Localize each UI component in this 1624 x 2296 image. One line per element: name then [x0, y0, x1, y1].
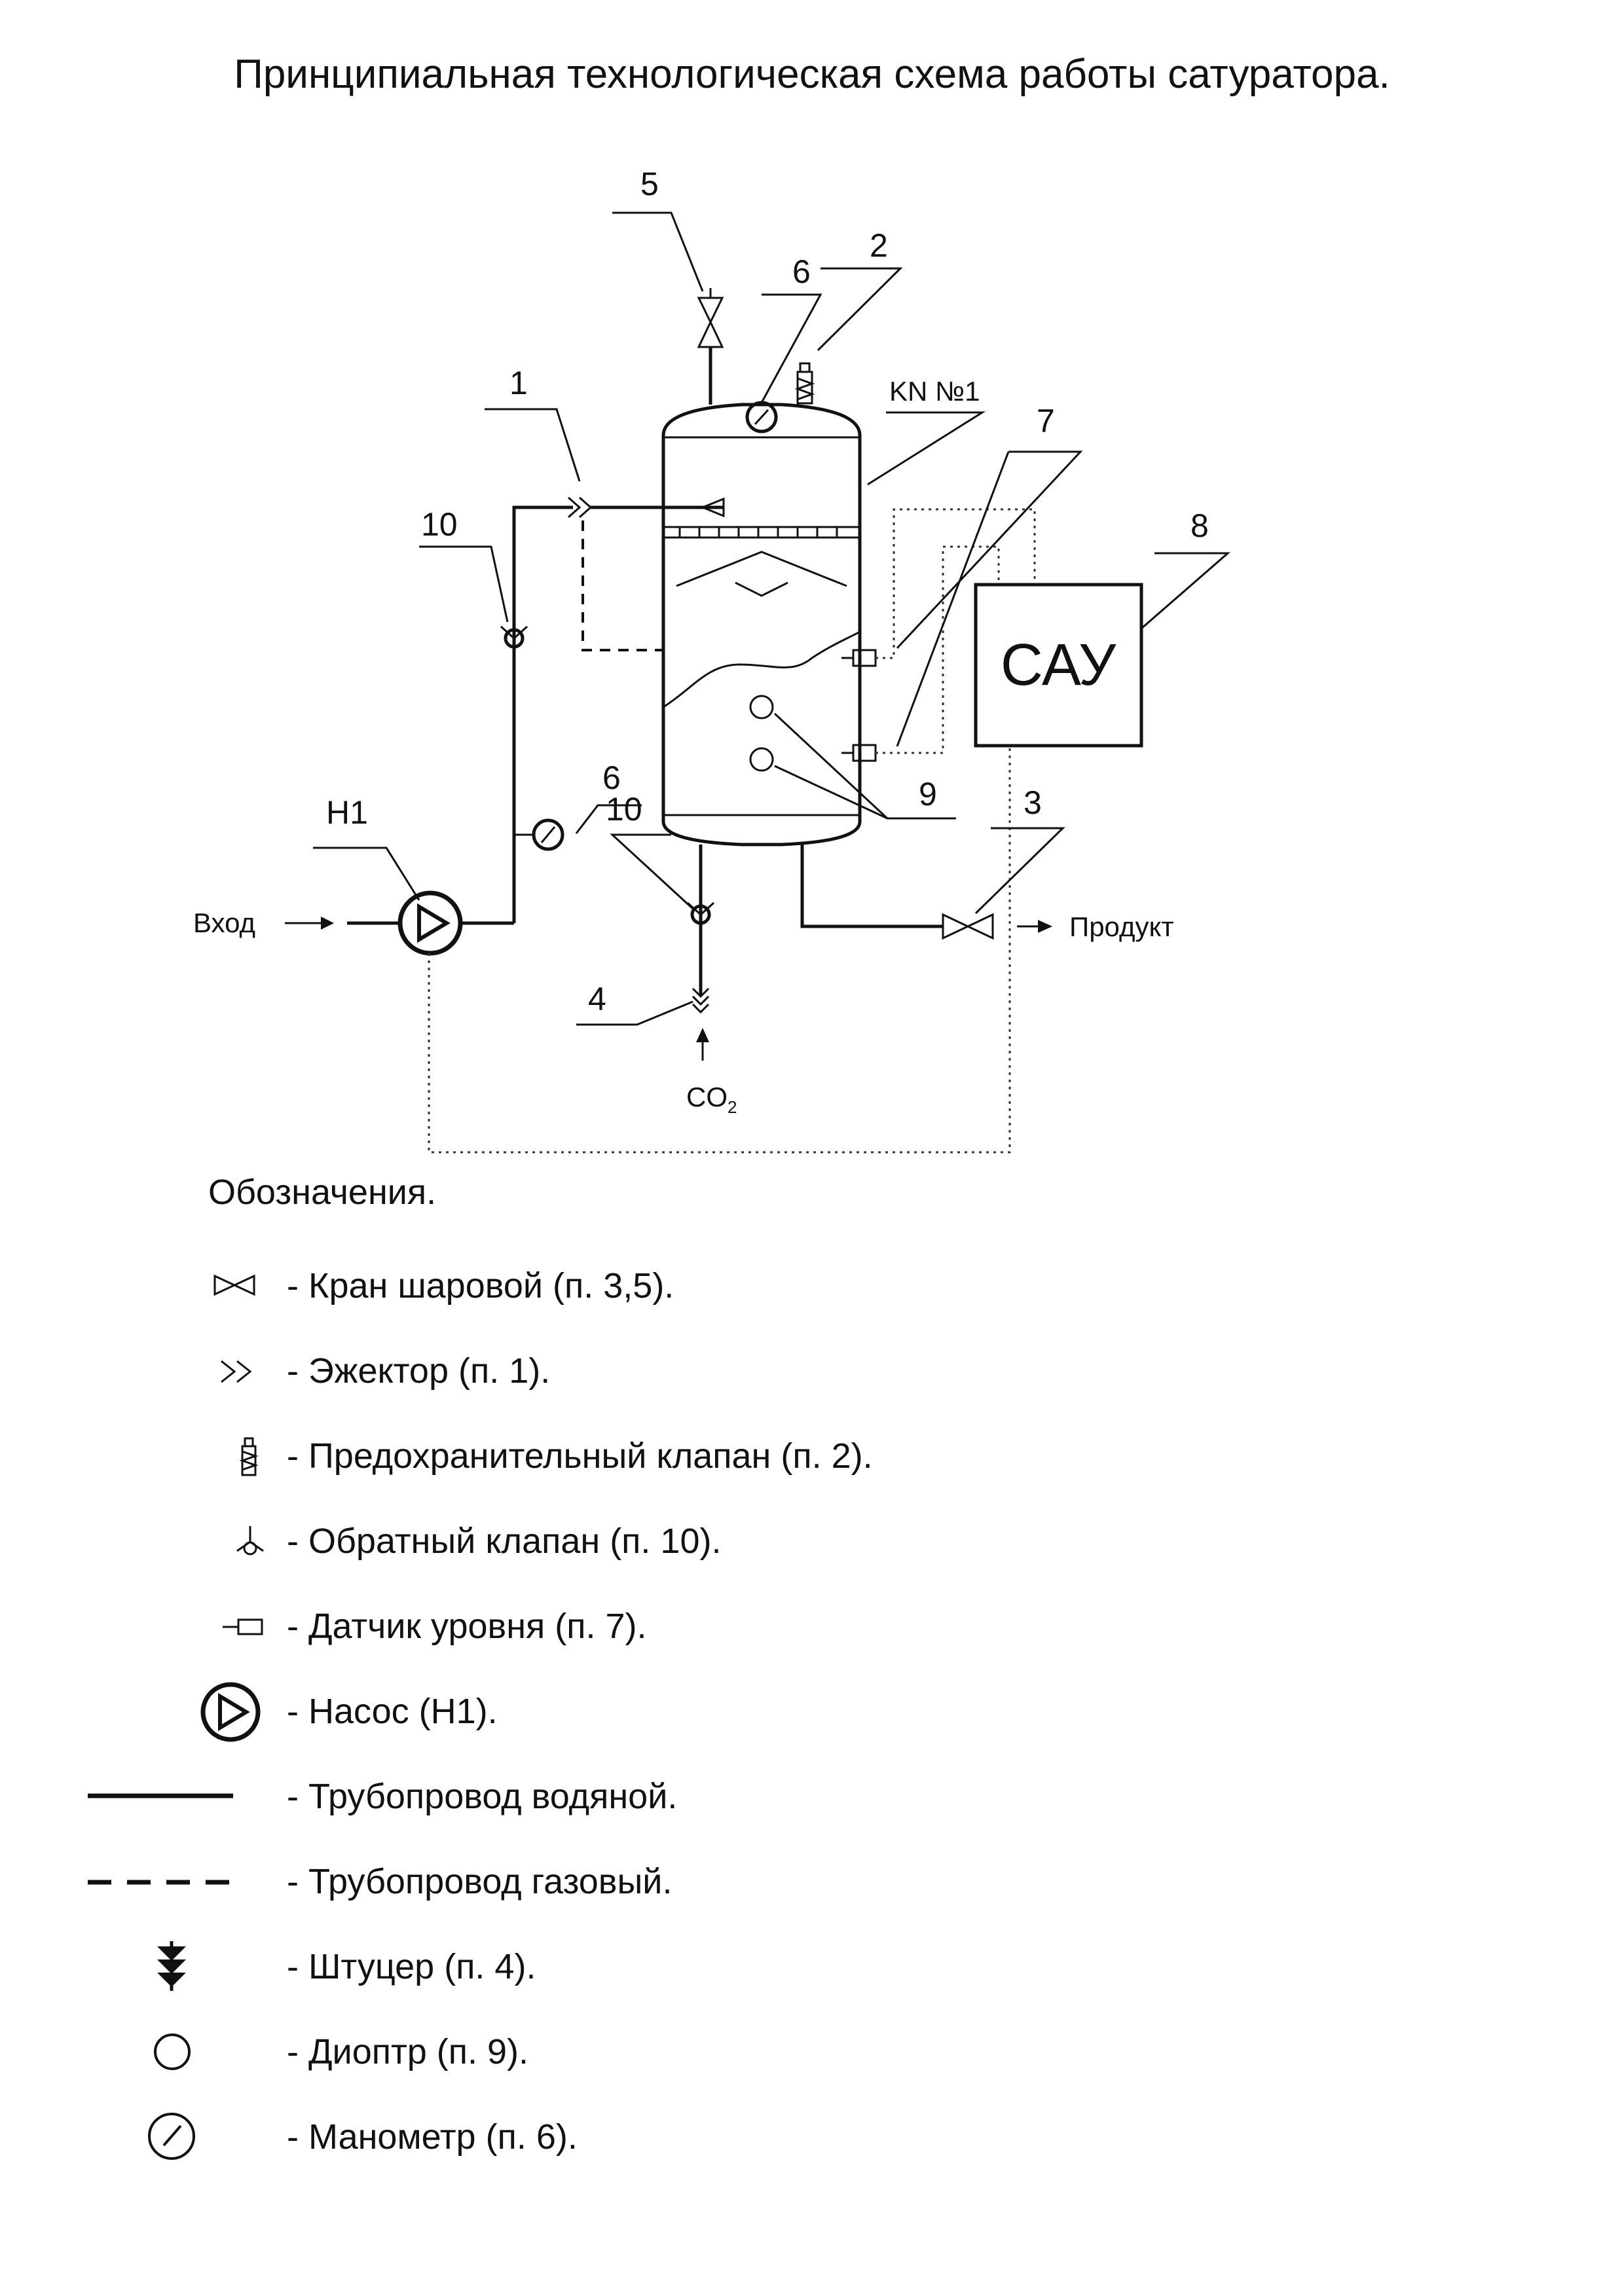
label-10-left: 10 — [421, 506, 458, 543]
legend-item: - Кран шаровой (п. 3,5). — [0, 1254, 1624, 1319]
ball-valve-icon — [213, 1274, 255, 1296]
saturator-vessel — [661, 403, 862, 847]
legend-item: - Предохранительный клапан (п. 2). — [0, 1424, 1624, 1489]
co2-main: CO — [686, 1082, 728, 1112]
check-valve-icon — [236, 1526, 264, 1556]
legend-text: - Штуцер (п. 4). — [287, 1947, 536, 1986]
label-1: 1 — [509, 365, 528, 401]
fitting-icon — [157, 1941, 186, 1991]
legend-item: - Эжектор (п. 1). — [0, 1339, 1624, 1404]
pump-icon — [200, 1682, 261, 1742]
fitting-4-icon — [692, 987, 710, 1014]
gas-pipe-icon — [88, 1880, 233, 1885]
water-pipe-icon — [88, 1793, 233, 1798]
legend-text: - Предохранительный клапан (п. 2). — [287, 1436, 873, 1476]
label-10-bottom: 10 — [606, 791, 642, 828]
ejector-icon — [221, 1360, 252, 1383]
legend-item: - Штуцер (п. 4). — [0, 1935, 1624, 2000]
legend-text: - Трубопровод газовый. — [287, 1862, 673, 1901]
ball-valve-3-icon — [942, 913, 994, 940]
legend-title: Обозначения. — [208, 1173, 437, 1212]
legend-text: - Эжектор (п. 1). — [287, 1351, 551, 1391]
co2-subscript: 2 — [728, 1097, 737, 1117]
sau-label: САУ — [1001, 632, 1116, 698]
legend-item: - Датчик уровня (п. 7). — [0, 1594, 1624, 1660]
legend-item: - Обратный клапан (п. 10). — [0, 1509, 1624, 1575]
legend-text: - Датчик уровня (п. 7). — [287, 1607, 647, 1646]
safety-valve-icon — [794, 362, 815, 405]
label-6-mid: 6 — [602, 759, 621, 796]
level-sensor-icon — [223, 1618, 263, 1635]
label-8: 8 — [1190, 507, 1209, 544]
manometer-top-icon — [745, 401, 778, 433]
label-6-top: 6 — [792, 253, 811, 290]
sight-glass-upper-icon — [749, 695, 774, 720]
saturator-diagram: 5 6 2 KN №1 7 8 САУ 9 3 1 10 6 10 Н1 4 В… — [193, 166, 1231, 1154]
label-5: 5 — [640, 166, 659, 202]
page-title: Принципиальная технологическая схема раб… — [234, 52, 1390, 97]
label-co2: CO2 — [686, 1082, 737, 1117]
label-2: 2 — [870, 227, 888, 264]
legend-text: - Диоптр (п. 9). — [287, 2032, 529, 2071]
label-3: 3 — [1024, 784, 1042, 821]
label-h1: Н1 — [326, 794, 368, 831]
manometer-mid-icon — [532, 818, 564, 851]
label-7: 7 — [1037, 403, 1055, 439]
label-product: Продукт — [1069, 911, 1174, 942]
legend-item: - Насос (Н1). — [0, 1679, 1624, 1745]
sau-block — [974, 583, 1143, 748]
safety-valve-icon — [239, 1437, 259, 1476]
legend-text: - Манометр (п. 6). — [287, 2117, 578, 2157]
ball-valve-5-icon — [697, 297, 724, 348]
label-9: 9 — [919, 776, 937, 812]
legend-item: - Трубопровод газовый. — [0, 1850, 1624, 1915]
pump-h1-icon — [397, 890, 463, 956]
legend-item: - Диоптр (п. 9). — [0, 2020, 1624, 2085]
legend-text: - Кран шаровой (п. 3,5). — [287, 1266, 674, 1305]
legend-text: - Трубопровод водяной. — [287, 1777, 678, 1816]
manometer-icon — [148, 2113, 195, 2160]
label-inlet: Вход — [193, 907, 255, 938]
sight-glass-lower-icon — [749, 747, 774, 772]
legend-text: - Обратный клапан (п. 10). — [287, 1522, 722, 1561]
legend-item: - Манометр (п. 6). — [0, 2105, 1624, 2170]
check-valve-left-icon — [500, 625, 528, 649]
legend-item: - Трубопровод водяной. — [0, 1764, 1624, 1830]
label-kn: KN №1 — [889, 376, 980, 407]
label-4: 4 — [588, 981, 606, 1017]
legend-text: - Насос (Н1). — [287, 1692, 498, 1731]
sight-glass-icon — [154, 2033, 191, 2070]
